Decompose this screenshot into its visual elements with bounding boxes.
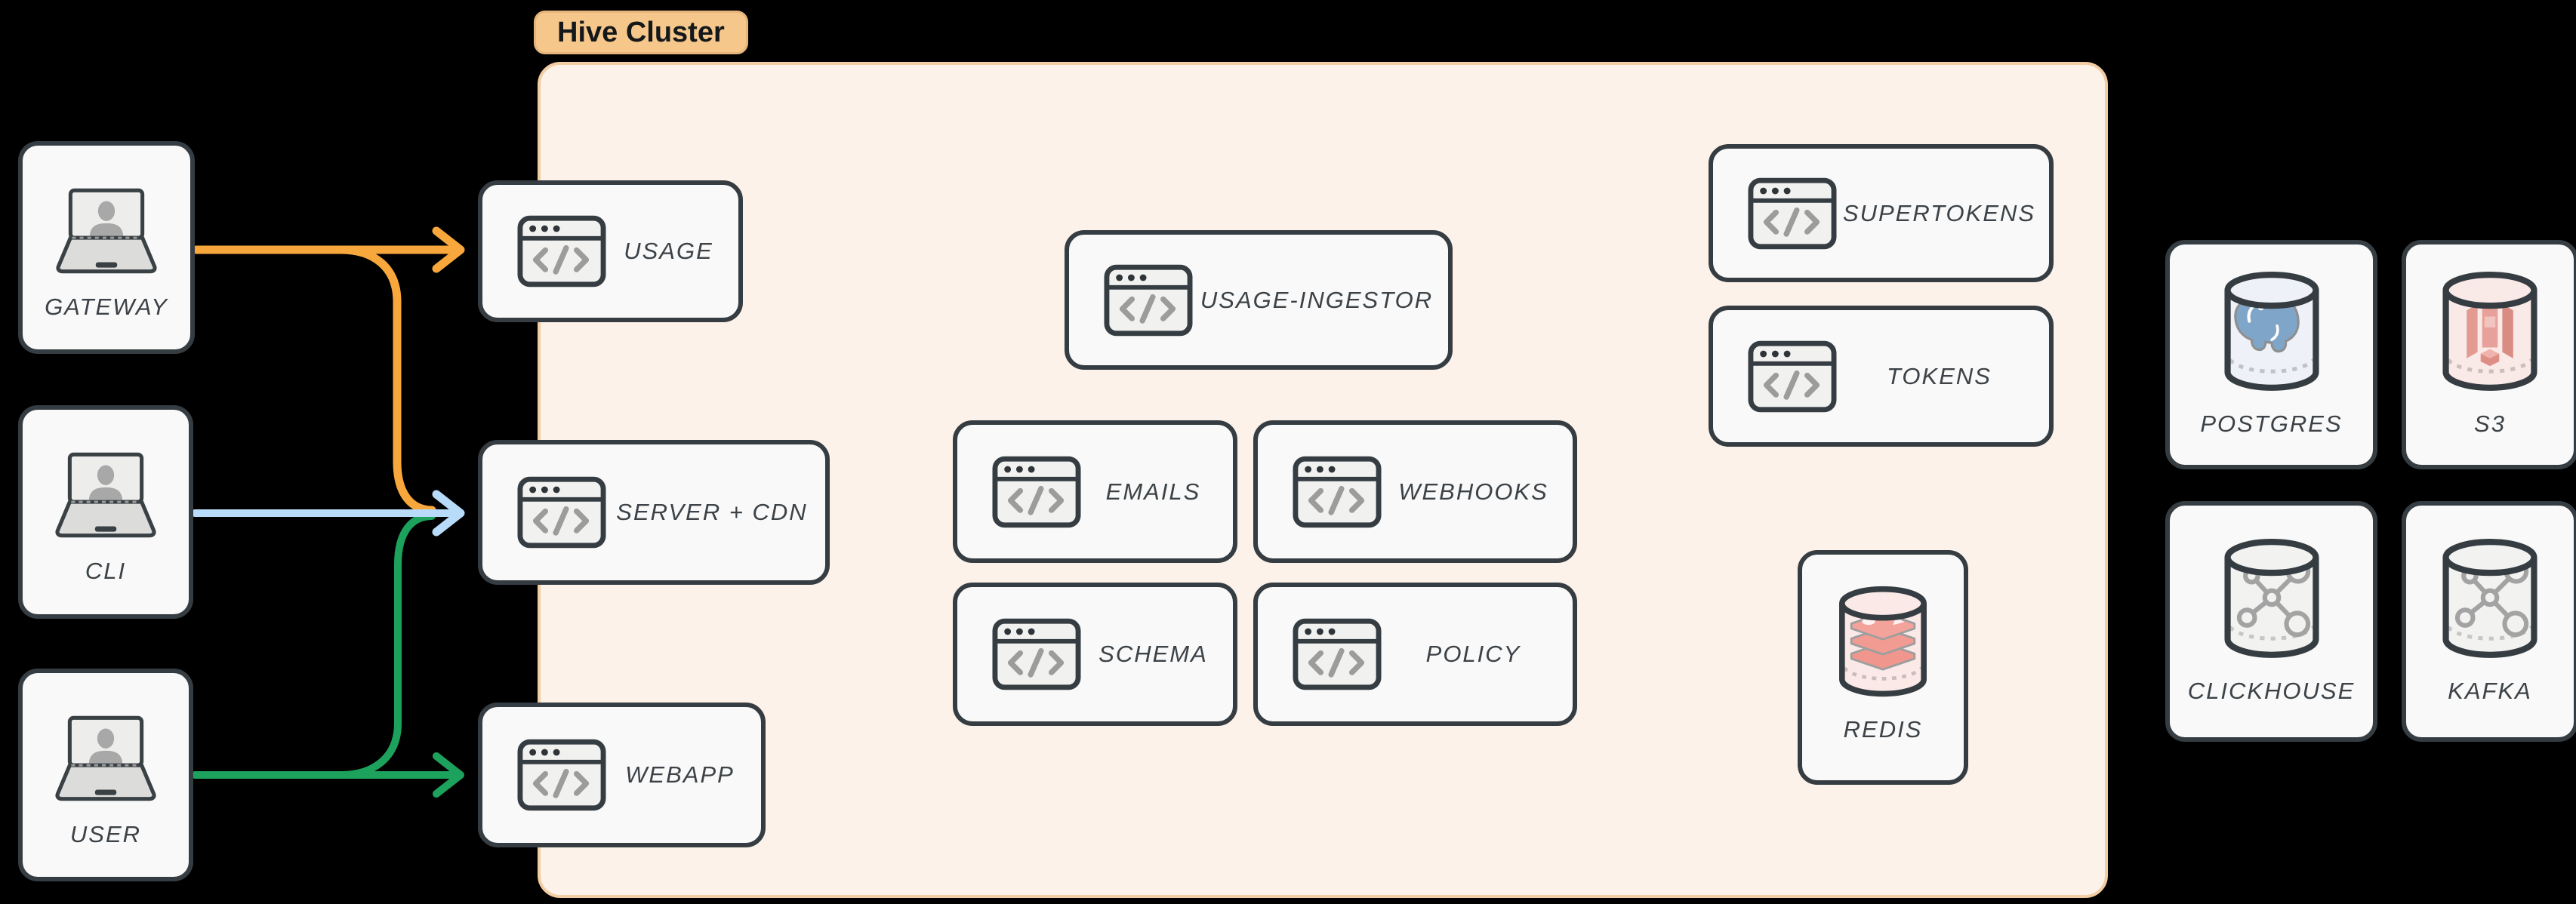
laptop-user-icon xyxy=(48,452,163,538)
node-webhooks-label: WEBHOOKS xyxy=(1398,478,1548,505)
node-s3: S3 xyxy=(2402,240,2576,469)
network-database-cylinder-icon xyxy=(2215,537,2328,661)
node-postgres-label: POSTGRES xyxy=(2200,410,2343,437)
laptop-user-icon xyxy=(48,715,163,801)
node-clickhouse: CLICKHOUSE xyxy=(2165,501,2377,742)
code-window-icon xyxy=(1104,264,1193,337)
node-schema-label: SCHEMA xyxy=(1098,641,1208,667)
laptop-user-icon xyxy=(49,188,164,274)
node-schema: SCHEMA xyxy=(953,583,1237,726)
code-window-icon xyxy=(1748,177,1837,250)
node-tokens-label: TOKENS xyxy=(1887,362,1992,389)
node-usage: USAGE xyxy=(478,180,743,322)
node-s3-label: S3 xyxy=(2474,410,2506,437)
node-kafka-label: KAFKA xyxy=(2448,678,2532,704)
node-policy: POLICY xyxy=(1253,583,1577,726)
node-emails: EMAILS xyxy=(953,420,1237,563)
node-server-cdn: SERVER + CDN xyxy=(478,440,830,585)
hive-cluster-label: Hive Cluster xyxy=(534,11,748,54)
redis-database-cylinder-icon xyxy=(1831,585,1935,700)
node-gateway: GATEWAY xyxy=(18,141,195,354)
edge-gateway-to-server-cdn xyxy=(337,245,436,515)
code-window-icon xyxy=(1748,340,1837,413)
node-gateway-label: GATEWAY xyxy=(45,294,168,320)
node-cli: CLI xyxy=(18,405,193,619)
node-supertokens-label: SUPERTOKENS xyxy=(1842,199,2036,226)
node-webhooks: WEBHOOKS xyxy=(1253,420,1577,563)
code-window-icon xyxy=(1293,456,1382,528)
node-server-cdn-label: SERVER + CDN xyxy=(616,499,808,525)
network-database-cylinder-icon xyxy=(2433,537,2547,661)
code-window-icon xyxy=(517,739,606,811)
node-usage-ingestor: USAGE-INGESTOR xyxy=(1065,230,1453,370)
arrowhead-usage xyxy=(432,226,465,273)
code-window-icon xyxy=(517,476,606,549)
node-redis: REDIS xyxy=(1798,550,1968,785)
node-user: USER xyxy=(18,669,193,881)
code-window-icon xyxy=(1293,618,1382,690)
node-user-label: USER xyxy=(69,821,142,847)
node-cli-label: CLI xyxy=(85,558,127,584)
node-policy-label: POLICY xyxy=(1425,641,1521,667)
edge-user-to-server-cdn xyxy=(337,512,436,779)
node-webapp: WEBAPP xyxy=(478,703,766,847)
postgres-database-cylinder-icon xyxy=(2215,270,2328,394)
code-window-icon xyxy=(992,456,1081,528)
node-tokens: TOKENS xyxy=(1709,306,2054,447)
code-window-icon xyxy=(992,618,1081,690)
node-emails-label: EMAILS xyxy=(1105,478,1201,505)
node-kafka: KAFKA xyxy=(2402,501,2576,742)
node-supertokens: SUPERTOKENS xyxy=(1709,144,2054,282)
node-usage-label: USAGE xyxy=(624,238,713,264)
node-usage-ingestor-label: USAGE-INGESTOR xyxy=(1200,286,1434,313)
s3-database-cylinder-icon xyxy=(2433,270,2547,394)
node-clickhouse-label: CLICKHOUSE xyxy=(2187,678,2356,704)
node-postgres: POSTGRES xyxy=(2165,240,2377,469)
arrowhead-server-cdn xyxy=(432,490,465,537)
node-redis-label: REDIS xyxy=(1843,716,1923,743)
node-webapp-label: WEBAPP xyxy=(625,761,735,788)
arrowhead-webapp xyxy=(433,752,464,798)
code-window-icon xyxy=(517,215,606,287)
